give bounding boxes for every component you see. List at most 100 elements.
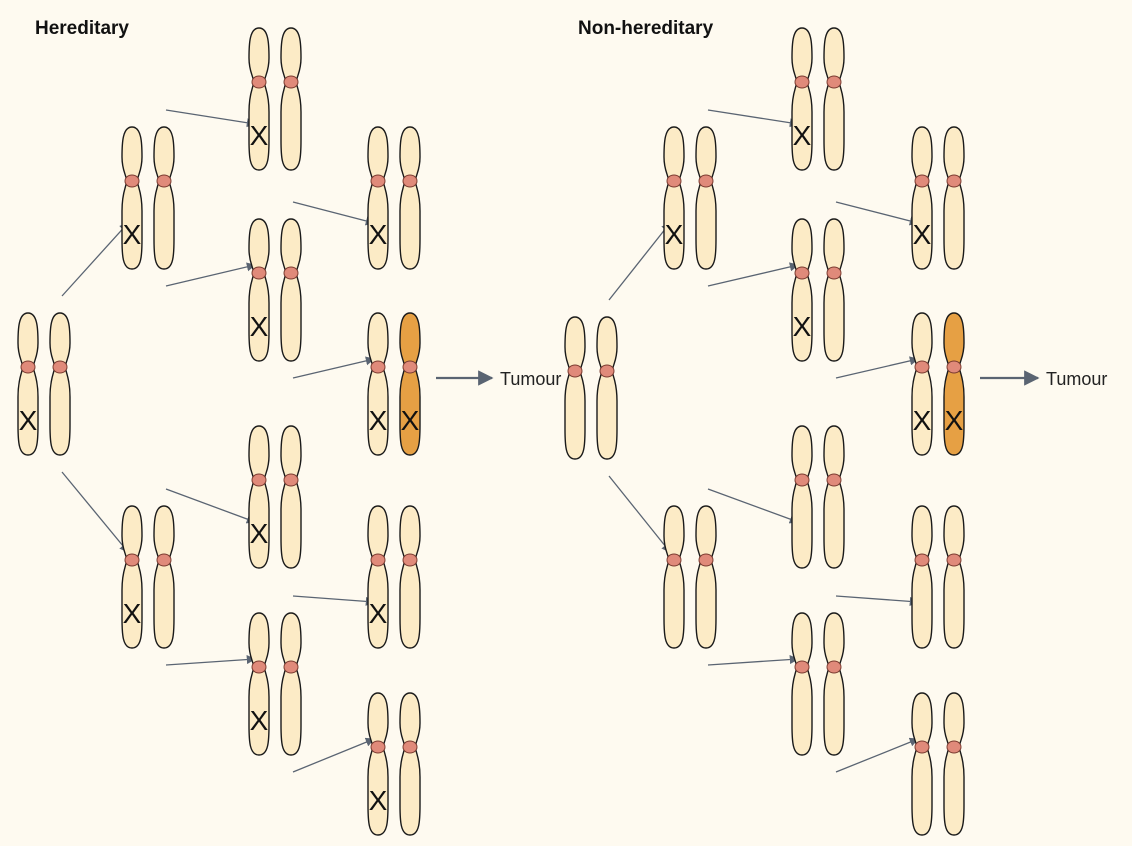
chromosome-right: [154, 506, 174, 648]
chromosome-right: [944, 127, 964, 269]
centromere: [252, 661, 266, 673]
chromosome-right: [696, 127, 716, 269]
chromosome-body: [664, 506, 684, 648]
mutation-mark: X: [913, 219, 932, 250]
chromosome-right: [281, 613, 301, 755]
centromere: [827, 267, 841, 279]
division-arrow: [836, 359, 918, 378]
division-arrow: [836, 202, 918, 223]
cell-g3-c: [912, 506, 964, 648]
cell-g2-b: X: [792, 219, 844, 361]
centromere: [795, 76, 809, 88]
chromosome-body: [824, 426, 844, 568]
division-arrow: [708, 659, 798, 665]
chromosome-left: X: [792, 28, 812, 170]
chromosome-right: [50, 313, 70, 455]
chromosome-right: X: [400, 313, 420, 455]
centromere: [371, 175, 385, 187]
chromosome-right: [824, 613, 844, 755]
division-arrow: [708, 110, 798, 124]
chromosome-right: [824, 28, 844, 170]
mutation-mark: X: [250, 311, 269, 342]
chromosome-right: [281, 28, 301, 170]
cell-g3-a: X: [368, 127, 420, 269]
mutation-mark: X: [250, 518, 269, 549]
chromosome-left: X: [368, 693, 388, 835]
division-arrow: [609, 223, 670, 300]
mutation-mark: X: [401, 405, 420, 436]
centromere: [827, 661, 841, 673]
centromere: [403, 175, 417, 187]
chromosome-left: X: [249, 28, 269, 170]
chromosome-body: [944, 693, 964, 835]
chromosome-right: [400, 693, 420, 835]
centromere: [403, 361, 417, 373]
chromosome-left: X: [249, 426, 269, 568]
division-arrow: [293, 596, 374, 602]
mutation-mark: X: [369, 785, 388, 816]
chromosome-left: [664, 506, 684, 648]
chromosome-left: X: [249, 219, 269, 361]
cell-g3-c: X: [368, 506, 420, 648]
centromere: [252, 474, 266, 486]
centromere: [568, 365, 582, 377]
chromosome-right: [824, 219, 844, 361]
chromosome-right: [281, 219, 301, 361]
tumour-label: Tumour: [500, 369, 561, 389]
chromosome-body: [792, 426, 812, 568]
mutation-mark: X: [913, 405, 932, 436]
centromere: [21, 361, 35, 373]
division-arrow: [62, 223, 128, 296]
centromere: [827, 76, 841, 88]
centromere: [795, 661, 809, 673]
centromere: [252, 267, 266, 279]
division-arrow: [836, 739, 918, 772]
mutation-mark: X: [793, 120, 812, 151]
centromere: [915, 361, 929, 373]
cell-g2-a: X: [249, 28, 301, 170]
chromosome-body: [696, 127, 716, 269]
centromere: [284, 474, 298, 486]
chromosome-left: X: [792, 219, 812, 361]
division-arrow: [708, 265, 798, 286]
chromosome-body: [281, 219, 301, 361]
chromosome-left: [792, 613, 812, 755]
centromere: [371, 554, 385, 566]
chromosome-right: X: [944, 313, 964, 455]
chromosome-body: [597, 317, 617, 459]
chromosome-left: X: [122, 127, 142, 269]
division-arrow: [62, 472, 128, 552]
division-arrow: [166, 659, 255, 665]
division-arrow: [836, 596, 918, 602]
centromere: [699, 554, 713, 566]
mutation-mark: X: [665, 219, 684, 250]
chromosome-body: [281, 28, 301, 170]
mutation-mark: X: [369, 219, 388, 250]
chromosome-body: [792, 613, 812, 755]
chromosome-body: [696, 506, 716, 648]
centromere: [827, 474, 841, 486]
chromosome-left: X: [249, 613, 269, 755]
cell-g3-d: [912, 693, 964, 835]
chromosome-body: [912, 693, 932, 835]
centromere: [157, 554, 171, 566]
mutation-mark: X: [945, 405, 964, 436]
chromosome-body: [824, 28, 844, 170]
chromosome-left: X: [368, 506, 388, 648]
chromosome-body: [912, 506, 932, 648]
centromere: [915, 175, 929, 187]
chromosome-right: [824, 426, 844, 568]
cell-g1-top: X: [664, 127, 716, 269]
mutation-mark: X: [793, 311, 812, 342]
chromosome-body: [154, 127, 174, 269]
chromosome-right: [944, 693, 964, 835]
chromosome-left: X: [664, 127, 684, 269]
mutation-mark: X: [250, 120, 269, 151]
centromere: [371, 361, 385, 373]
mutation-mark: X: [19, 405, 38, 436]
division-arrow: [293, 202, 374, 223]
